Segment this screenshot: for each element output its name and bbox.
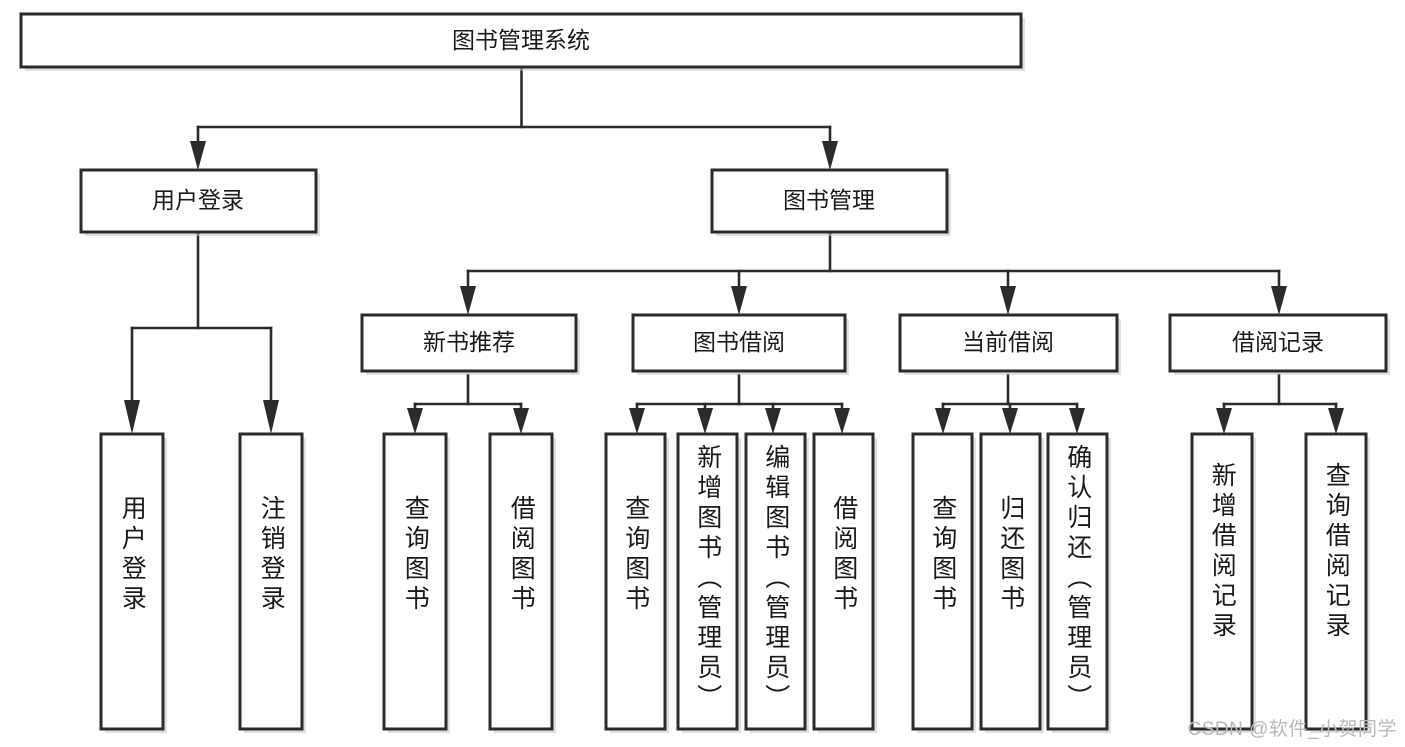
arrow-leaf-query-book-3 (935, 408, 951, 434)
arrow-leaf-user-login (124, 400, 140, 434)
node-user-login-label: 用户登录 (152, 187, 244, 213)
arrow-leaf-borrow-book-1 (513, 408, 529, 434)
node-book-borrow-label: 图书借阅 (693, 329, 785, 355)
node-user-login[interactable]: 用户登录 (79, 168, 320, 236)
node-current-borrow-label: 当前借阅 (962, 329, 1054, 355)
node-leaf-query-record[interactable] (1304, 432, 1370, 733)
node-current-borrow-box (898, 313, 1119, 373)
node-new-book-rec[interactable]: 新书推荐 (360, 313, 580, 375)
node-leaf-logout-box (238, 432, 304, 731)
node-leaf-edit-book-box (744, 432, 807, 731)
node-leaf-add-record-box (1190, 432, 1254, 731)
node-borrow-record[interactable]: 借阅记录 (1168, 313, 1390, 375)
arrow-leaf-query-record (1328, 408, 1344, 434)
arrow-to-user-login (190, 141, 206, 170)
node-leaf-add-book-box (676, 432, 739, 731)
node-leaf-borrow-book-1[interactable] (488, 432, 556, 733)
node-root-label: 图书管理系统 (452, 27, 590, 53)
edge-layer (124, 65, 1344, 434)
node-root[interactable]: 图书管理系统 (19, 12, 1025, 71)
arrow-leaf-confirm-return (1069, 408, 1085, 434)
node-leaf-confirm-return-box (1046, 432, 1109, 731)
node-leaf-query-book-3[interactable] (911, 432, 976, 733)
node-leaf-edit-book[interactable] (744, 432, 809, 733)
node-leaf-borrow-book-2-box (812, 432, 875, 731)
node-new-book-rec-box (360, 313, 578, 373)
csdn-watermark: CSDN @软件_小贺同学 (1187, 719, 1397, 740)
arrow-leaf-logout (263, 400, 279, 434)
arrow-new-book-rec (460, 286, 476, 315)
arrow-leaf-borrow-book-2 (834, 408, 850, 434)
node-book-manage[interactable]: 图书管理 (710, 168, 951, 236)
node-book-borrow-box (631, 313, 847, 373)
node-leaf-user-login[interactable] (99, 432, 167, 733)
node-leaf-return-book[interactable] (979, 432, 1044, 733)
node-leaf-query-record-box (1304, 432, 1368, 731)
arrow-leaf-query-book-1 (407, 408, 423, 434)
arrow-leaf-add-record (1216, 408, 1232, 434)
node-new-book-rec-label: 新书推荐 (423, 329, 515, 355)
node-user-login-box (79, 168, 318, 234)
node-leaf-add-record[interactable] (1190, 432, 1256, 733)
node-leaf-borrow-book-2[interactable] (812, 432, 877, 733)
node-leaf-confirm-return[interactable] (1046, 432, 1111, 733)
arrow-leaf-edit-book (765, 408, 781, 434)
arrow-leaf-query-book-2 (629, 408, 645, 434)
arrow-borrow-record (1271, 286, 1287, 315)
arrow-book-borrow (731, 286, 747, 315)
node-leaf-query-book-2-box (604, 432, 667, 731)
arrow-current-borrow (1000, 286, 1016, 315)
node-leaf-query-book-1-box (382, 432, 448, 731)
node-leaf-borrow-book-1-box (488, 432, 554, 731)
arrow-leaf-add-book (697, 408, 713, 434)
node-book-borrow[interactable]: 图书借阅 (631, 313, 849, 375)
node-leaf-return-book-box (979, 432, 1042, 731)
node-layer: 图书管理系统 用户登录 图书管理 新书推荐 (19, 12, 1390, 733)
node-leaf-query-book-1[interactable] (382, 432, 450, 733)
node-book-manage-box (710, 168, 949, 234)
node-borrow-record-box (1168, 313, 1388, 373)
arrow-leaf-return-book (1002, 408, 1018, 434)
node-leaf-query-book-3-box (911, 432, 974, 731)
node-leaf-logout[interactable] (238, 432, 306, 733)
node-leaf-add-book[interactable] (676, 432, 741, 733)
node-book-manage-label: 图书管理 (783, 187, 875, 213)
node-leaf-query-book-2[interactable] (604, 432, 669, 733)
node-leaf-user-login-box (99, 432, 165, 731)
node-root-box (19, 12, 1023, 69)
arrow-to-book-manage (822, 141, 838, 170)
node-borrow-record-label: 借阅记录 (1232, 329, 1324, 355)
node-current-borrow[interactable]: 当前借阅 (898, 313, 1121, 375)
